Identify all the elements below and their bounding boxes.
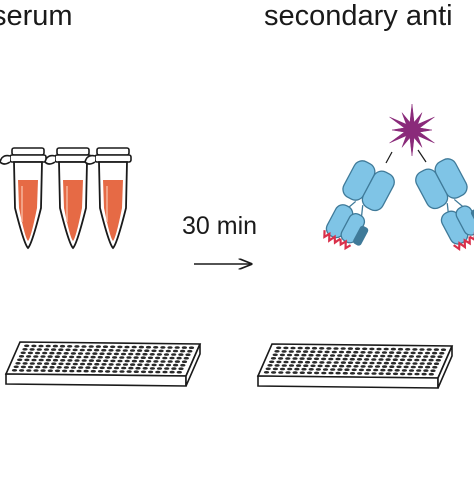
well-plate-icon (256, 343, 454, 389)
antibody-icon (323, 160, 395, 251)
serum-label: serum (0, 0, 73, 32)
secondary-antibody-label: secondary anti (264, 0, 453, 32)
well-plate-icon (4, 341, 202, 387)
antibody-icon (415, 158, 474, 252)
star-burst-icon (385, 103, 435, 164)
incubation-time-label: 30 min (182, 212, 258, 240)
microcentrifuge-tube-icon (0, 147, 132, 250)
